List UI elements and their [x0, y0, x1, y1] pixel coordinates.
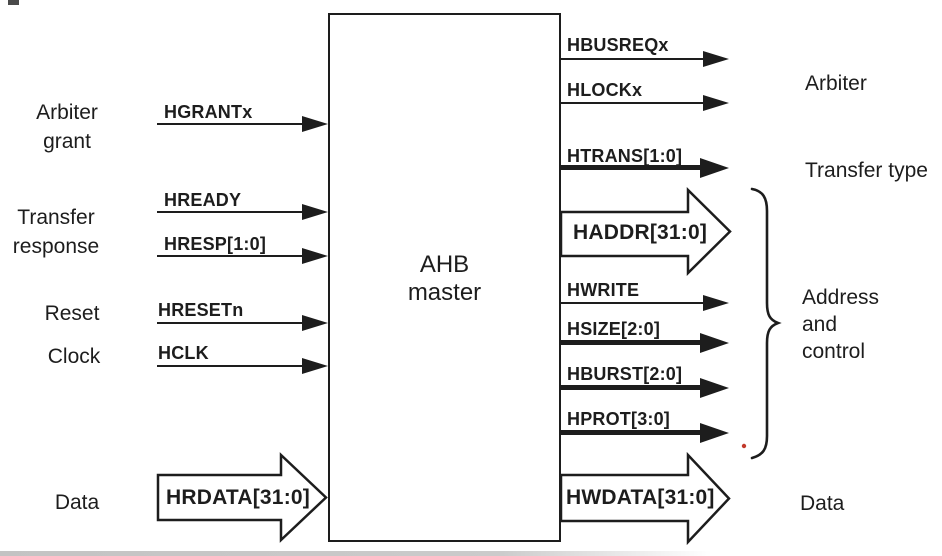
hbusreqx-label: HBUSREQx	[567, 35, 669, 55]
reset-label: Reset	[44, 302, 100, 325]
bottom-stripe-artifact	[0, 551, 712, 556]
htrans-arrowhead-icon	[700, 158, 729, 178]
arbiter-grant-line2: grant	[43, 130, 91, 153]
stray-red-dot	[741, 443, 747, 449]
address-control-line2: and	[802, 313, 838, 336]
hwrite-arrowhead-icon	[703, 295, 729, 311]
transfer-type-label: Transfer type	[805, 159, 928, 182]
hsize-arrowhead-icon	[700, 333, 729, 353]
hwrite-label: HWRITE	[567, 280, 640, 300]
hgrantx-line	[157, 123, 305, 125]
hresetn-line	[157, 322, 305, 324]
hgrantx-arrowhead-icon	[302, 116, 328, 132]
hready-label: HREADY	[164, 190, 242, 210]
hrdata-bus-arrow	[156, 452, 328, 543]
clock-label: Clock	[47, 345, 101, 368]
hclk-line	[157, 365, 305, 367]
hgrantx-label: HGRANTx	[164, 102, 253, 122]
hprot-line	[561, 430, 701, 435]
ahb-master-block-label: AHB master	[328, 251, 561, 307]
arbiter-grant-line1: Arbiter	[36, 101, 98, 124]
hclk-label: HCLK	[158, 343, 209, 363]
block-label-line1: AHB	[419, 251, 470, 278]
hbusreqx-arrowhead-icon	[703, 51, 729, 67]
hbusreqx-line	[561, 58, 705, 60]
hresp-label: HRESP[1:0]	[164, 234, 267, 254]
htrans-line	[561, 165, 701, 170]
transfer-response-line2: response	[12, 235, 100, 258]
hprot-label: HPROT[3:0]	[567, 409, 671, 429]
ahb-master-block	[328, 13, 561, 542]
block-label-line2: master	[407, 279, 482, 306]
address-control-line1: Address	[802, 286, 880, 309]
transfer-response-label: Transfer response	[0, 203, 112, 261]
haddr-label: HADDR[31:0]	[573, 221, 708, 244]
hburst-label: HBURST[2:0]	[567, 364, 683, 384]
arbiter-label: Arbiter	[805, 72, 867, 95]
arbiter-grant-label: Arbiter grant	[12, 98, 122, 156]
hburst-line	[561, 385, 701, 390]
data-in-label: Data	[54, 491, 100, 514]
transfer-response-line1: Transfer	[17, 206, 95, 229]
haddr-bus-arrow	[559, 187, 732, 276]
hready-line	[157, 211, 305, 213]
hsize-line	[561, 340, 701, 345]
hresp-arrowhead-icon	[302, 248, 328, 264]
hrdata-label: HRDATA[31:0]	[166, 486, 310, 509]
hprot-arrowhead-icon	[700, 423, 729, 443]
hwdata-bus-arrow	[559, 451, 731, 546]
hlockx-label: HLOCKx	[567, 80, 643, 100]
hwrite-line	[561, 302, 705, 304]
address-control-brace	[750, 187, 782, 460]
hresp-line	[157, 255, 305, 257]
address-control-line3: control	[802, 340, 866, 363]
address-control-label: Address and control	[802, 284, 879, 365]
hresetn-label: HRESETn	[158, 300, 244, 320]
hclk-arrowhead-icon	[302, 358, 328, 374]
hburst-arrowhead-icon	[700, 378, 729, 398]
hready-arrowhead-icon	[302, 204, 328, 220]
hlockx-line	[561, 102, 705, 104]
data-out-label: Data	[800, 492, 845, 515]
corner-artifact-mark	[8, 0, 19, 5]
hlockx-arrowhead-icon	[703, 95, 729, 111]
hresetn-arrowhead-icon	[302, 315, 328, 331]
hsize-label: HSIZE[2:0]	[567, 319, 661, 339]
hwdata-label: HWDATA[31:0]	[566, 486, 715, 509]
htrans-label: HTRANS[1:0]	[567, 146, 683, 166]
